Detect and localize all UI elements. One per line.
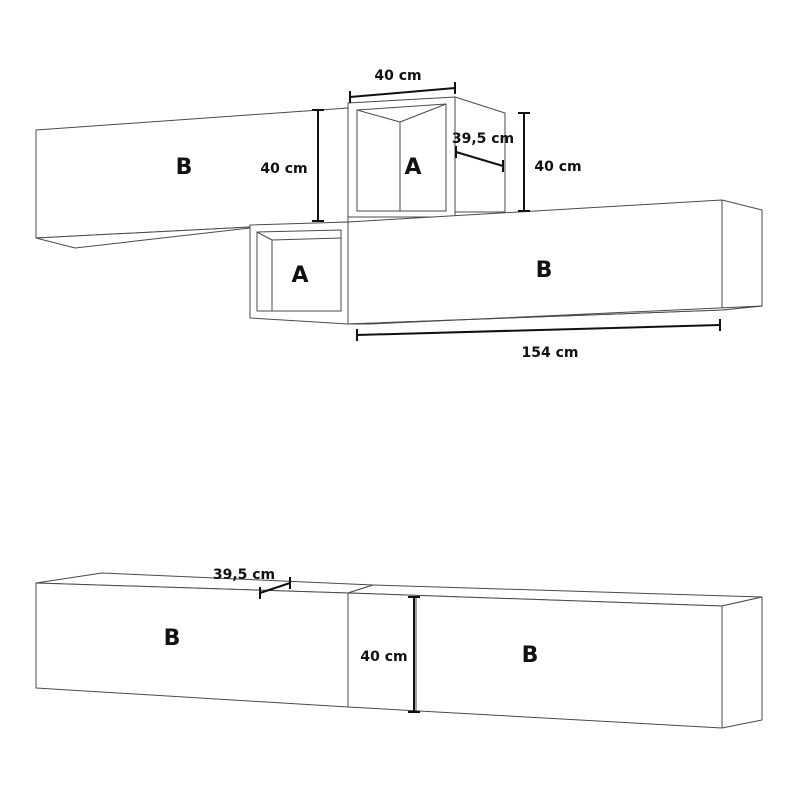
dimension-top-depth bbox=[455, 146, 504, 172]
bottom-composition: B B 39,5 cm 40 cm bbox=[35, 567, 763, 729]
top-composition: B A A B 40 cm 39,5 cm 40 cm 40 cm 154 cm bbox=[35, 68, 763, 361]
cabinet-b-bottom-right bbox=[347, 584, 763, 729]
dimension-lower-width bbox=[356, 319, 721, 341]
dimension-label: 154 cm bbox=[522, 345, 579, 361]
module-label: A bbox=[291, 263, 308, 288]
module-label: B bbox=[164, 626, 181, 651]
module-label: A bbox=[404, 155, 421, 180]
dimension-label: 40 cm bbox=[360, 649, 407, 665]
module-label: B bbox=[522, 643, 539, 668]
dimension-label: 39,5 cm bbox=[213, 567, 275, 583]
dimension-label: 40 cm bbox=[260, 161, 307, 177]
dimension-bottom-height bbox=[408, 596, 420, 713]
cube-a-lower bbox=[249, 221, 349, 325]
dimension-top-width bbox=[349, 82, 456, 103]
cabinet-b-bottom-left bbox=[35, 572, 374, 708]
dimension-label: 40 cm bbox=[534, 159, 581, 175]
module-label: B bbox=[176, 155, 193, 180]
module-label: B bbox=[536, 258, 553, 283]
cabinet-b-lower-right bbox=[347, 199, 763, 325]
dimension-label: 40 cm bbox=[374, 68, 421, 84]
cube-a-top bbox=[347, 96, 506, 218]
dimension-bottom-depth bbox=[259, 577, 291, 599]
dimension-top-right-height bbox=[518, 112, 530, 212]
dimension-label: 39,5 cm bbox=[452, 131, 514, 147]
dimension-top-left-height bbox=[312, 109, 324, 222]
